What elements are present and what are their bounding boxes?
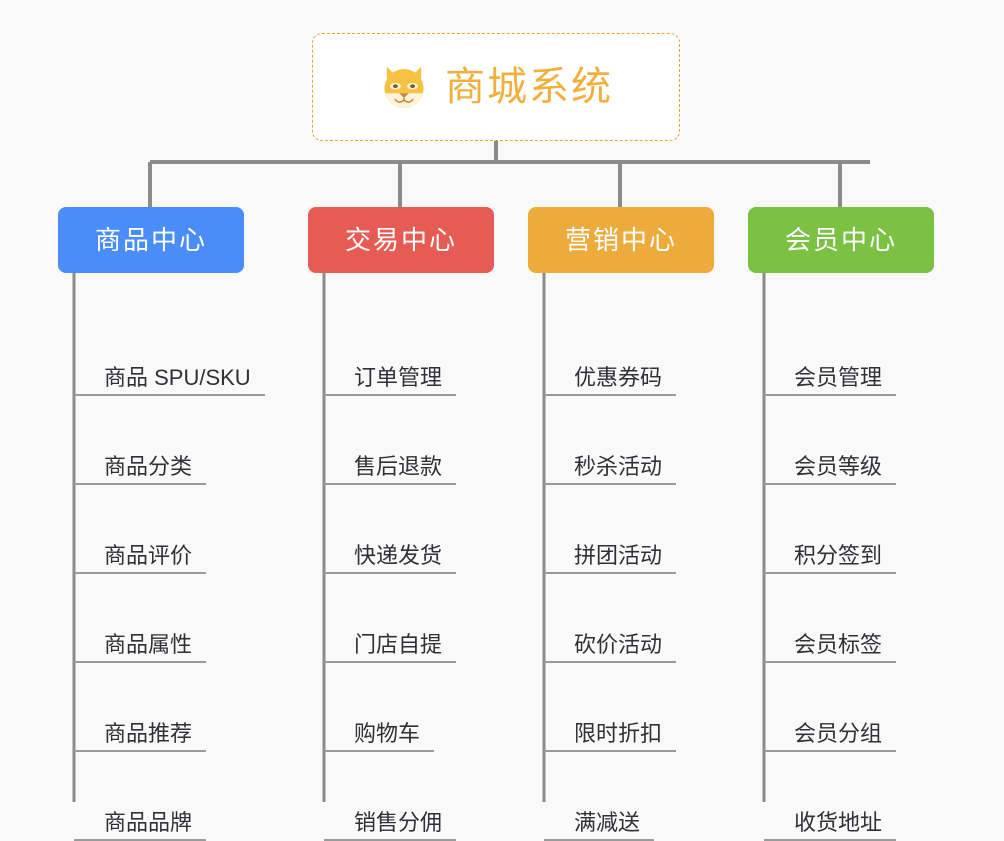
leaf-item[interactable]: 商品属性 [58,574,288,663]
leaf-underline: 销售分佣 [324,809,457,841]
leaf-underline: 快递发货 [324,542,457,574]
leaf-item[interactable]: 商品 SPU/SKU [58,307,288,396]
leaf-item[interactable]: 秒杀活动 [528,396,758,485]
leaf-label: 收货地址 [794,809,883,835]
leaf-underline: 拼团活动 [544,542,677,574]
leaf-underline: 门店自提 [324,631,457,663]
leaf-label: 会员分组 [794,720,883,746]
leaf-item[interactable]: 订单管理 [308,307,538,396]
branch-box-trade[interactable]: 交易中心 [308,207,494,273]
leaf-item[interactable]: 拼团活动 [528,485,758,574]
leaf-label: 商品推荐 [104,720,193,746]
leaf-underline: 砍价活动 [544,631,677,663]
branch-title-product: 商品中心 [94,225,207,255]
leaf-underline: 订单管理 [324,364,457,396]
branch-column-member: 会员中心 会员管理 会员等级 积分签到 会员标签 会员分组 收货地址 [748,207,978,841]
branch-column-trade: 交易中心 订单管理 售后退款 快递发货 门店自提 购物车 销售分佣 [308,207,538,841]
leaf-item[interactable]: 商品推荐 [58,663,288,752]
leaf-item[interactable]: 快递发货 [308,485,538,574]
root-title: 商城系统 [445,65,613,109]
leaf-label: 商品品牌 [104,809,193,835]
leaf-item[interactable]: 收货地址 [748,752,978,841]
leaf-item[interactable]: 门店自提 [308,574,538,663]
leaf-underline: 会员等级 [764,453,897,485]
leaf-label: 商品评价 [104,542,193,568]
leaf-underline: 商品属性 [74,631,207,663]
leaf-item[interactable]: 购物车 [308,663,538,752]
leaf-underline: 会员标签 [764,631,897,663]
leaf-item[interactable]: 会员管理 [748,307,978,396]
leaf-item[interactable]: 商品评价 [58,485,288,574]
leaf-item[interactable]: 销售分佣 [308,752,538,841]
leaf-label: 满减送 [574,809,641,835]
branch-title-trade: 交易中心 [344,225,457,255]
leaf-item[interactable]: 商品分类 [58,396,288,485]
leaf-underline: 满减送 [544,809,655,841]
leaf-underline: 商品分类 [74,453,207,485]
leaf-item[interactable]: 限时折扣 [528,663,758,752]
leaf-label: 会员管理 [794,364,883,390]
leaf-list-trade: 订单管理 售后退款 快递发货 门店自提 购物车 销售分佣 [308,273,538,841]
branch-box-member[interactable]: 会员中心 [748,207,934,273]
leaf-label: 拼团活动 [574,542,663,568]
leaf-label: 购物车 [354,720,421,746]
leaf-label: 售后退款 [354,453,443,479]
branch-column-marketing: 营销中心 优惠券码 秒杀活动 拼团活动 砍价活动 限时折扣 满减送 [528,207,758,841]
leaf-label: 商品 SPU/SKU [104,364,251,390]
leaf-label: 门店自提 [354,631,443,657]
leaf-item[interactable]: 会员等级 [748,396,978,485]
leaf-underline: 商品品牌 [74,809,207,841]
branch-column-product: 商品中心 商品 SPU/SKU 商品分类 商品评价 商品属性 商品推荐 商品品牌 [58,207,288,841]
leaf-label: 积分签到 [794,542,883,568]
leaf-underline: 商品 SPU/SKU [74,364,265,396]
leaf-label: 优惠券码 [574,364,663,390]
leaf-label: 商品属性 [104,631,193,657]
leaf-item[interactable]: 会员分组 [748,663,978,752]
leaf-label: 限时折扣 [574,720,663,746]
leaf-underline: 限时折扣 [544,720,677,752]
leaf-item[interactable]: 积分签到 [748,485,978,574]
branch-box-product[interactable]: 商品中心 [58,207,244,273]
leaf-label: 订单管理 [354,364,443,390]
leaf-underline: 商品推荐 [74,720,207,752]
leaf-item[interactable]: 商品品牌 [58,752,288,841]
leaf-underline: 会员管理 [764,364,897,396]
leaf-label: 秒杀活动 [574,453,663,479]
leaf-underline: 优惠券码 [544,364,677,396]
leaf-underline: 会员分组 [764,720,897,752]
root-node[interactable]: 商城系统 [312,33,680,141]
branch-title-member: 会员中心 [784,225,897,255]
leaf-list-marketing: 优惠券码 秒杀活动 拼团活动 砍价活动 限时折扣 满减送 [528,273,758,841]
leaf-list-member: 会员管理 会员等级 积分签到 会员标签 会员分组 收货地址 [748,273,978,841]
leaf-item[interactable]: 砍价活动 [528,574,758,663]
leaf-underline: 积分签到 [764,542,897,574]
leaf-underline: 秒杀活动 [544,453,677,485]
leaf-underline: 商品评价 [74,542,207,574]
shiba-dog-face-icon [384,66,424,109]
leaf-underline: 收货地址 [764,809,897,841]
leaf-label: 会员等级 [794,453,883,479]
leaf-label: 快递发货 [354,542,443,568]
branch-box-marketing[interactable]: 营销中心 [528,207,714,273]
leaf-item[interactable]: 优惠券码 [528,307,758,396]
leaf-label: 销售分佣 [354,809,443,835]
leaf-label: 砍价活动 [574,631,663,657]
leaf-list-product: 商品 SPU/SKU 商品分类 商品评价 商品属性 商品推荐 商品品牌 [58,273,288,841]
leaf-item[interactable]: 会员标签 [748,574,978,663]
leaf-label: 会员标签 [794,631,883,657]
leaf-underline: 售后退款 [324,453,457,485]
leaf-item[interactable]: 满减送 [528,752,758,841]
leaf-underline: 购物车 [324,720,435,752]
branch-title-marketing: 营销中心 [564,225,677,255]
leaf-item[interactable]: 售后退款 [308,396,538,485]
leaf-label: 商品分类 [104,453,193,479]
